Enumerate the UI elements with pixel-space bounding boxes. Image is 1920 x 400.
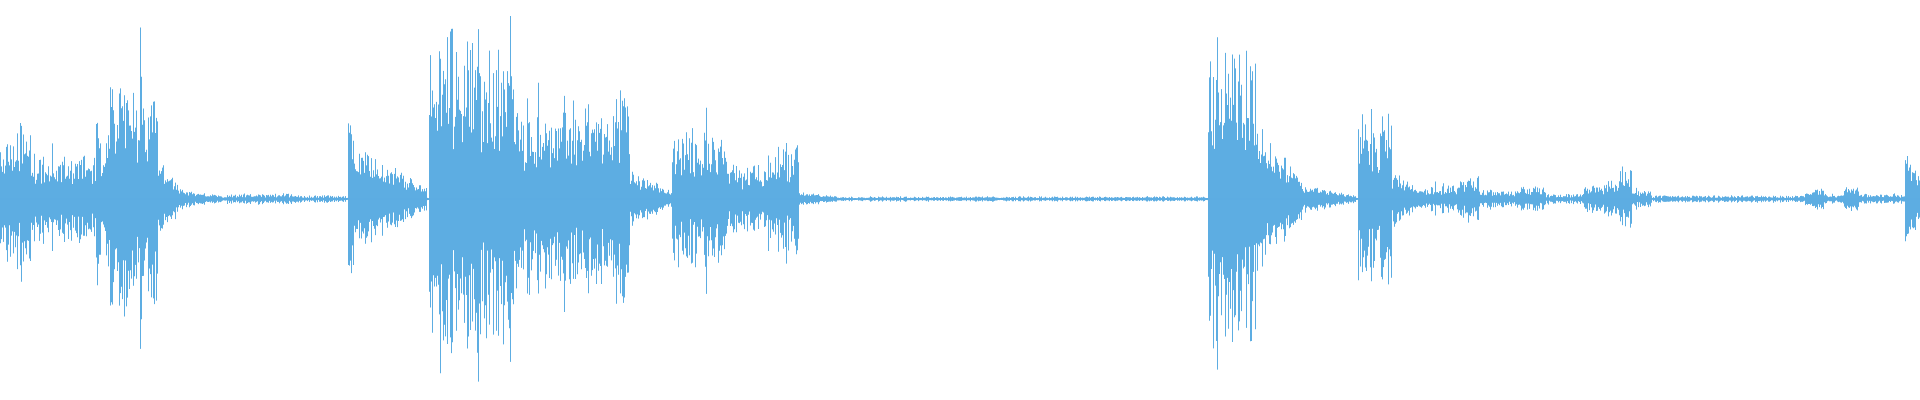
waveform-bars [0, 16, 1920, 382]
